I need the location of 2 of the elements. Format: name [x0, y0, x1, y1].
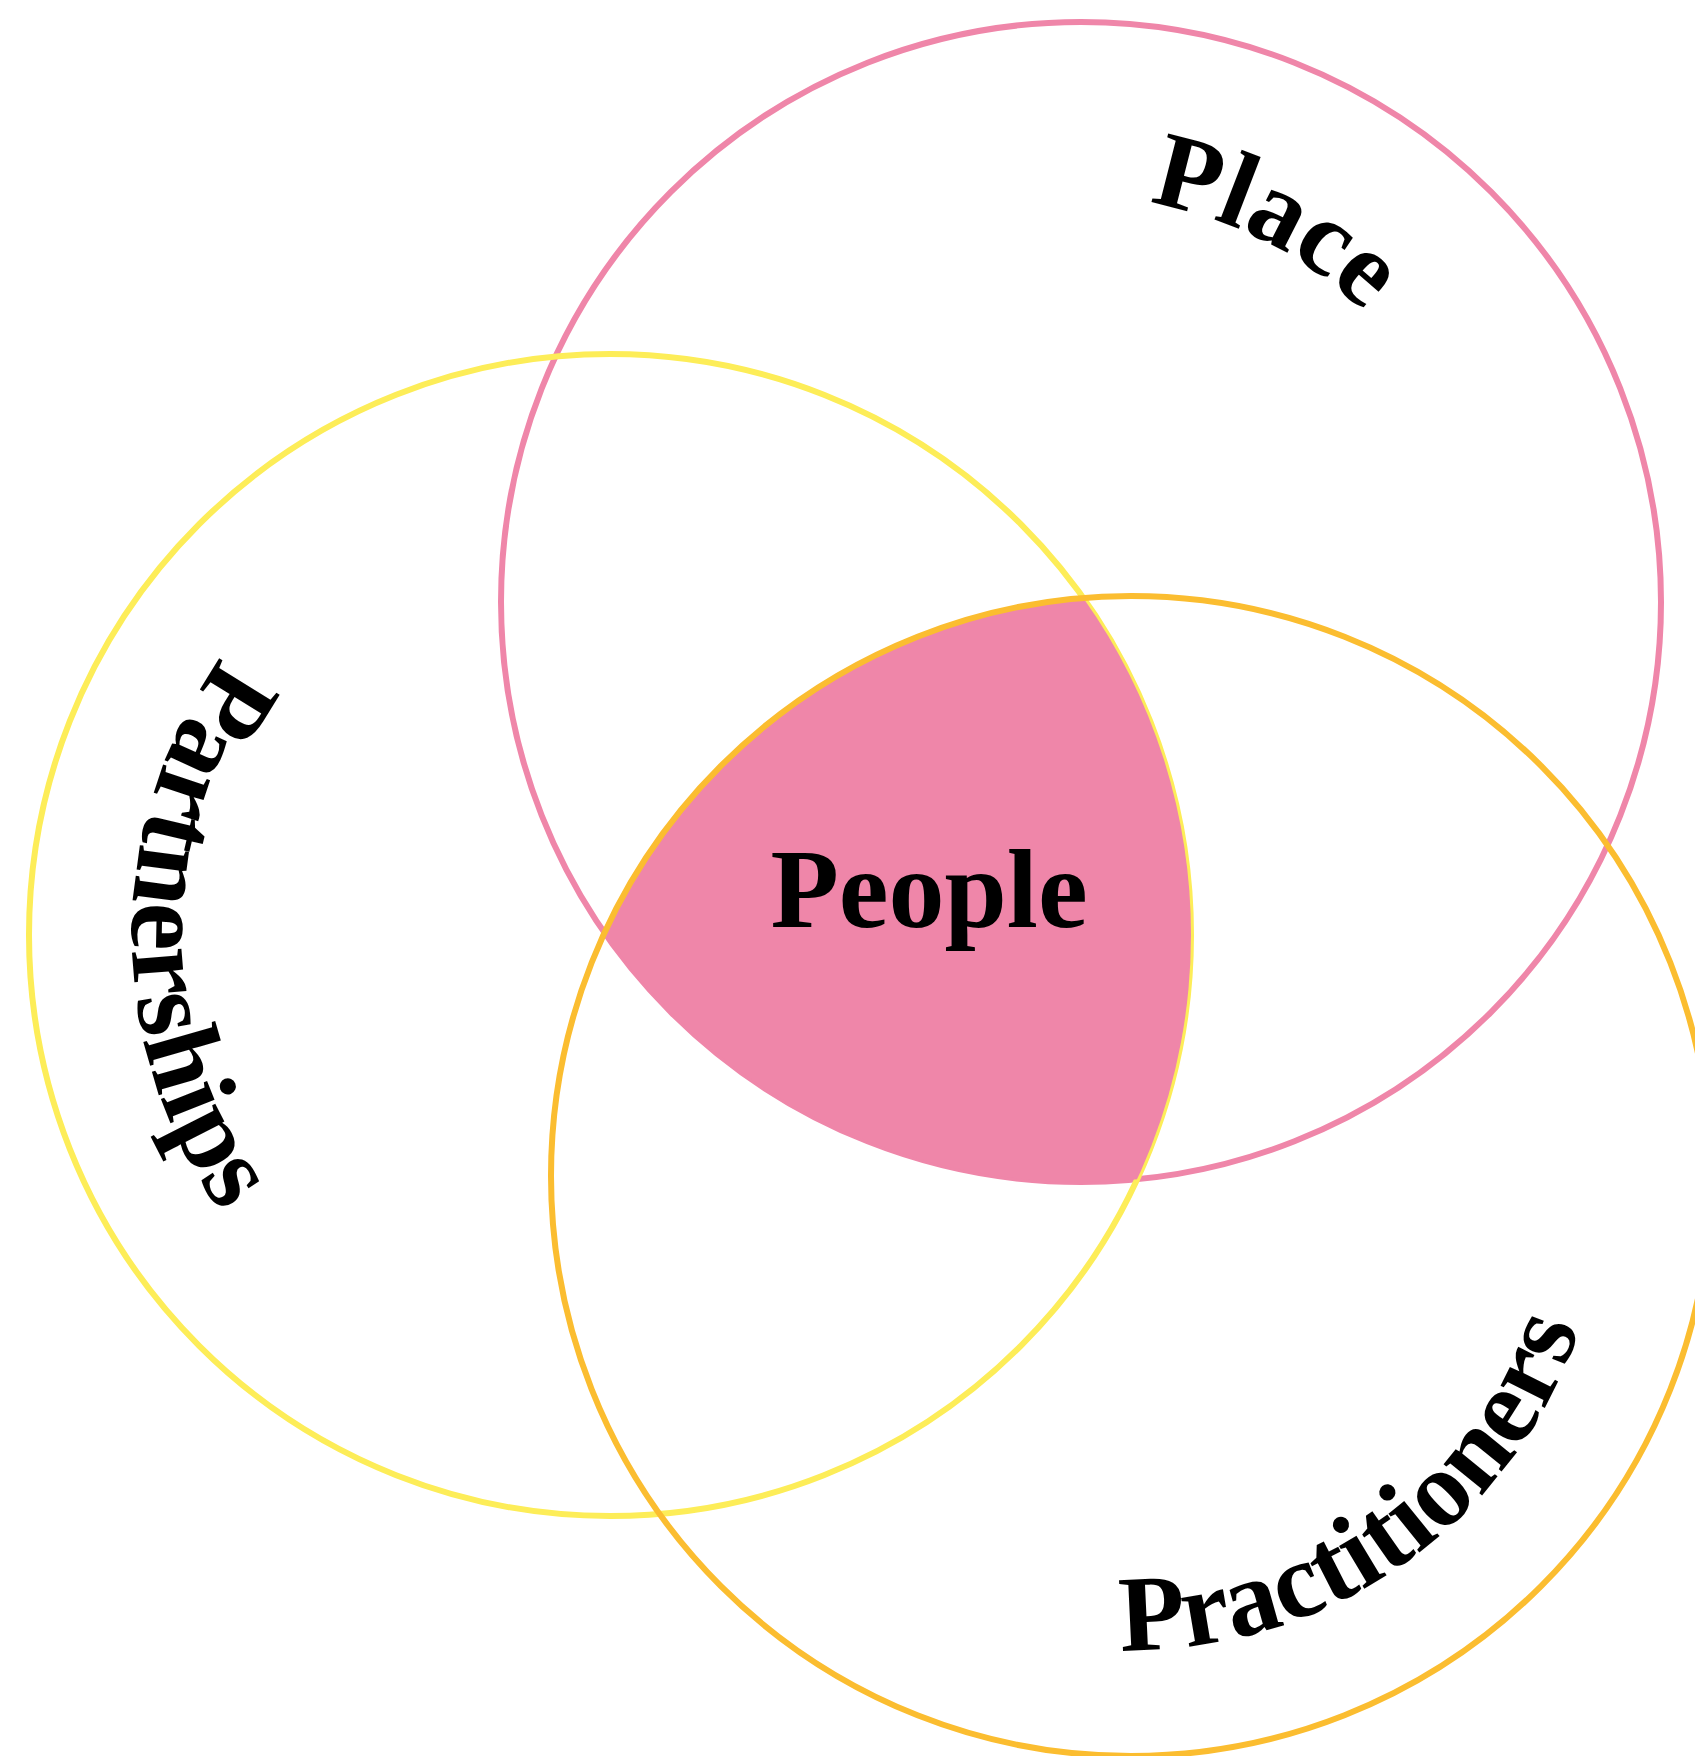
center-label: People	[770, 827, 1088, 951]
circle-label: Place	[1143, 108, 1428, 330]
